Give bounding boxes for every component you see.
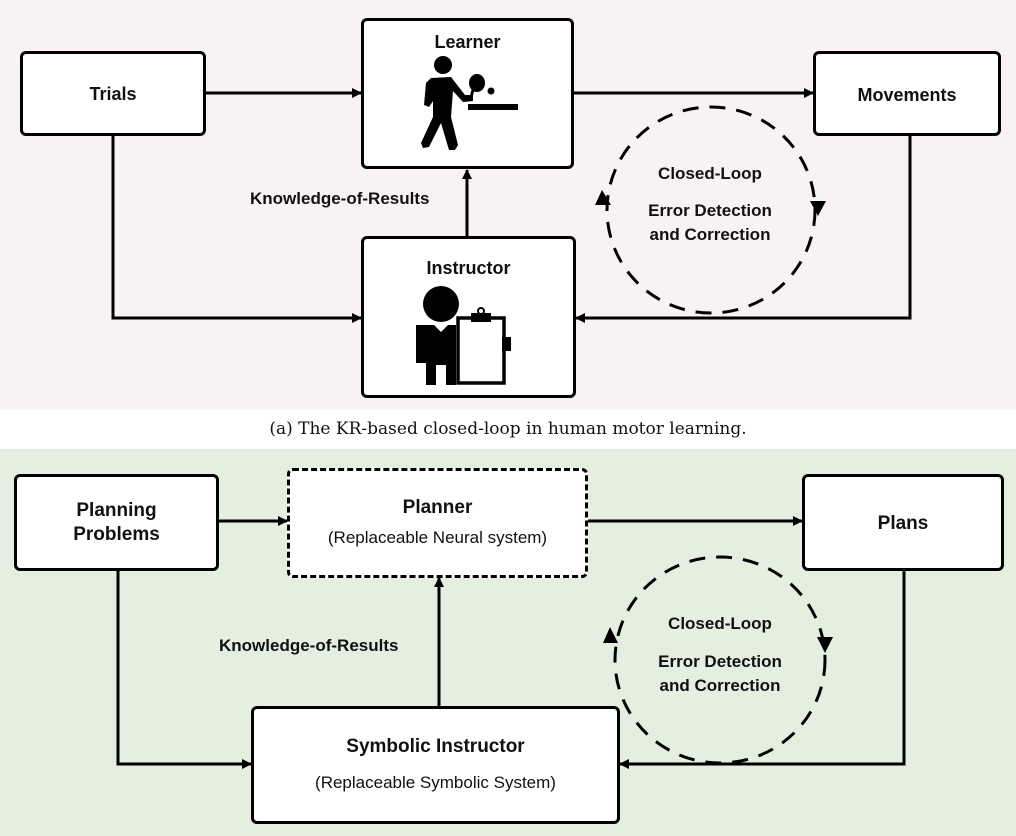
caption-a: (a) The KR-based closed-loop in human mo…	[269, 419, 747, 439]
learner-label: Learner	[434, 32, 501, 52]
instructor-label: Instructor	[426, 258, 511, 278]
planner-box: Planner (Replaceable Neural system)	[287, 468, 588, 578]
instructor-clipboard-icon	[415, 286, 511, 385]
planner-sublabel: (Replaceable Neural system)	[327, 528, 548, 547]
error-detection-line2-a: and Correction	[649, 225, 771, 244]
plans-box: Plans	[802, 474, 1004, 571]
planning-problems-box: Planning Problems	[14, 474, 219, 571]
knowledge-of-results-label-a: Knowledge-of-Results	[250, 189, 430, 208]
error-detection-line1-b: Error Detection	[658, 652, 782, 671]
learner-box: Learner	[361, 18, 574, 169]
closed-loop-title-b: Closed-Loop	[668, 614, 772, 633]
error-detection-line1-a: Error Detection	[648, 201, 772, 220]
trials-label: Trials	[89, 83, 137, 104]
planner-label: Planner	[402, 497, 473, 518]
table-tennis-player-icon	[420, 56, 518, 150]
closed-loop-title-a: Closed-Loop	[658, 164, 762, 183]
symbolic-instructor-box: Symbolic Instructor (Replaceable Symboli…	[251, 706, 620, 824]
planning-problems-line2: Problems	[73, 523, 160, 545]
planning-problems-line1: Planning	[76, 499, 157, 521]
error-detection-line2-b: and Correction	[659, 676, 781, 695]
symbolic-instructor-label: Symbolic Instructor	[346, 736, 525, 757]
symbolic-instructor-sublabel: (Replaceable Symbolic System)	[315, 773, 556, 792]
plans-label: Plans	[877, 513, 929, 534]
movements-box: Movements	[813, 51, 1001, 136]
instructor-box: Instructor	[361, 236, 576, 398]
knowledge-of-results-label-b: Knowledge-of-Results	[219, 636, 399, 655]
trials-box: Trials	[20, 51, 206, 136]
closed-loop-text-b: Closed-Loop Error Detection and Correcti…	[630, 612, 810, 698]
closed-loop-text-a: Closed-Loop Error Detection and Correcti…	[620, 162, 800, 247]
movements-label: Movements	[857, 85, 957, 105]
